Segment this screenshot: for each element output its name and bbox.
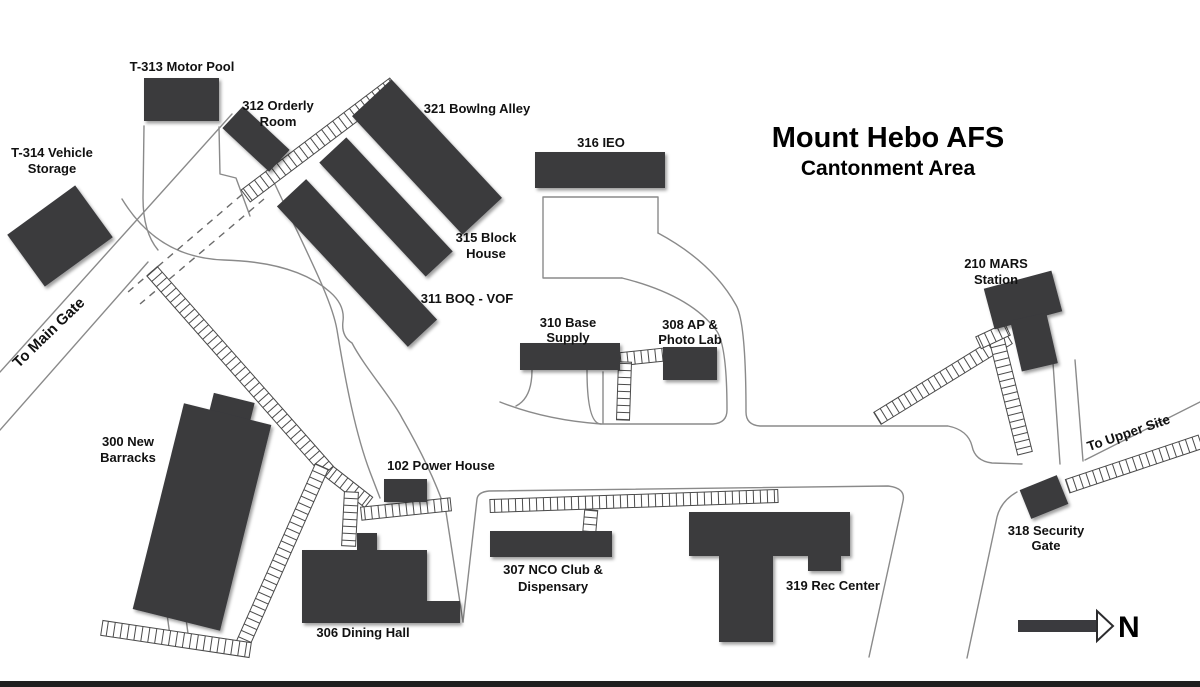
label-310-supply-1: 310 Base [540,315,596,330]
road-loop-and-south-corridor [121,198,464,623]
label-210-mars-2: Station [974,272,1018,287]
walkway-path [100,619,252,659]
label-300-barracks-2: Barracks [100,450,156,465]
road-main-gate-south-edge [0,261,149,431]
building-102-power-house [384,479,427,502]
label-307-nco-1: 307 NCO Club & [503,562,603,577]
label-319-rec-center: 319 Rec Center [786,578,880,593]
image-bottom-border [0,681,1200,687]
label-210-mars-1: 210 MARS [964,256,1028,271]
building-307-nco-club-dispensary [490,531,612,557]
road-central-north-edge [657,232,1023,465]
building-labels: T-313 Motor Pool T-314 Vehicle Storage 3… [11,59,1085,640]
label-318-gate-1: 318 Security [1008,523,1085,538]
label-321-bowling-alley: 321 Bowlng Alley [424,101,531,116]
label-312-orderly-2: Room [260,114,297,129]
walkway-path [360,497,452,521]
label-300-barracks-1: 300 New [102,434,155,449]
building-306-dining-hall-annex-right [427,601,460,623]
road-upper-site-north-edge [1084,401,1200,461]
road-motorpool-corridor-west [142,125,159,251]
building-319-rec-center-stem [719,556,773,642]
road-supply-west-leg [515,369,533,407]
north-arrow-shaft [1018,620,1098,632]
road-nco-rec-boundary [462,485,905,658]
walkway-path [1064,434,1200,494]
north-arrow-head [1096,608,1115,644]
building-306-dining-hall-annex-top [357,533,377,551]
label-316-ieo: 316 IEO [577,135,625,150]
road-supply-southwest-curve [499,401,602,425]
road-ieo-parking-lot [542,196,659,279]
building-321-bowling-alley [352,79,502,235]
label-t314-vehicle-1: T-314 Vehicle [11,145,93,160]
label-312-orderly-1: 312 Orderly [242,98,314,113]
walkway-path [341,491,359,547]
walkway-path [489,488,779,514]
walkway-path [975,322,1011,350]
building-316-ieo [535,152,665,188]
north-label: N [1118,611,1140,644]
map-title: Mount Hebo AFS [772,122,1005,154]
label-307-nco-2: Dispensary [518,579,589,594]
building-319-rec-center-bar [689,512,850,556]
road-gate-descending-edge [966,491,1018,659]
building-310-base-supply [520,343,620,370]
road-boq-east-edge [271,177,381,499]
label-310-supply-2: Supply [546,330,590,345]
walkways [100,77,1200,659]
building-308-ap-photo-lab [663,347,717,380]
label-to-upper-site: To Upper Site [1085,411,1172,454]
building-300-new-barracks [132,403,272,631]
label-318-gate-2: Gate [1032,538,1061,553]
buildings [7,78,1069,642]
road-mars-stem-east [1074,359,1084,462]
label-311-boq-vof: 311 BOQ - VOF [421,291,514,306]
label-to-main-gate: To Main Gate [9,294,88,371]
building-t314-vehicle-storage [7,185,113,287]
building-319-rec-center-wing [808,556,841,571]
map-subtitle: Cantonment Area [801,157,976,180]
building-318-security-gate [1019,475,1069,519]
north-arrow: N [1018,608,1140,644]
label-t314-vehicle-2: Storage [28,161,76,176]
building-315-block-house [319,137,453,277]
building-311-boq-vof [276,179,438,347]
label-315-block-2: House [466,246,506,261]
building-210-mars-station-lower [1010,312,1058,372]
building-312-orderly-room [222,106,290,172]
building-306-dining-hall [302,550,427,623]
road-motorpool-corridor-east [218,126,251,217]
label-306-dining-hall: 306 Dining Hall [316,625,409,640]
building-t313-motor-pool [144,78,219,121]
label-315-block-1: 315 Block [456,230,517,245]
walkway-path [873,331,1013,425]
walkway-path [615,361,633,421]
road-main-gate-north-edge [0,113,233,373]
label-308-photolab-2: Photo Lab [658,332,722,347]
label-t313-motor-pool: T-313 Motor Pool [130,59,235,74]
road-supply-enclosure [586,277,728,425]
label-308-photolab-1: 308 AP & [662,317,718,332]
road-mars-stem-west [1052,362,1061,465]
label-102-power-house: 102 Power House [387,458,495,473]
